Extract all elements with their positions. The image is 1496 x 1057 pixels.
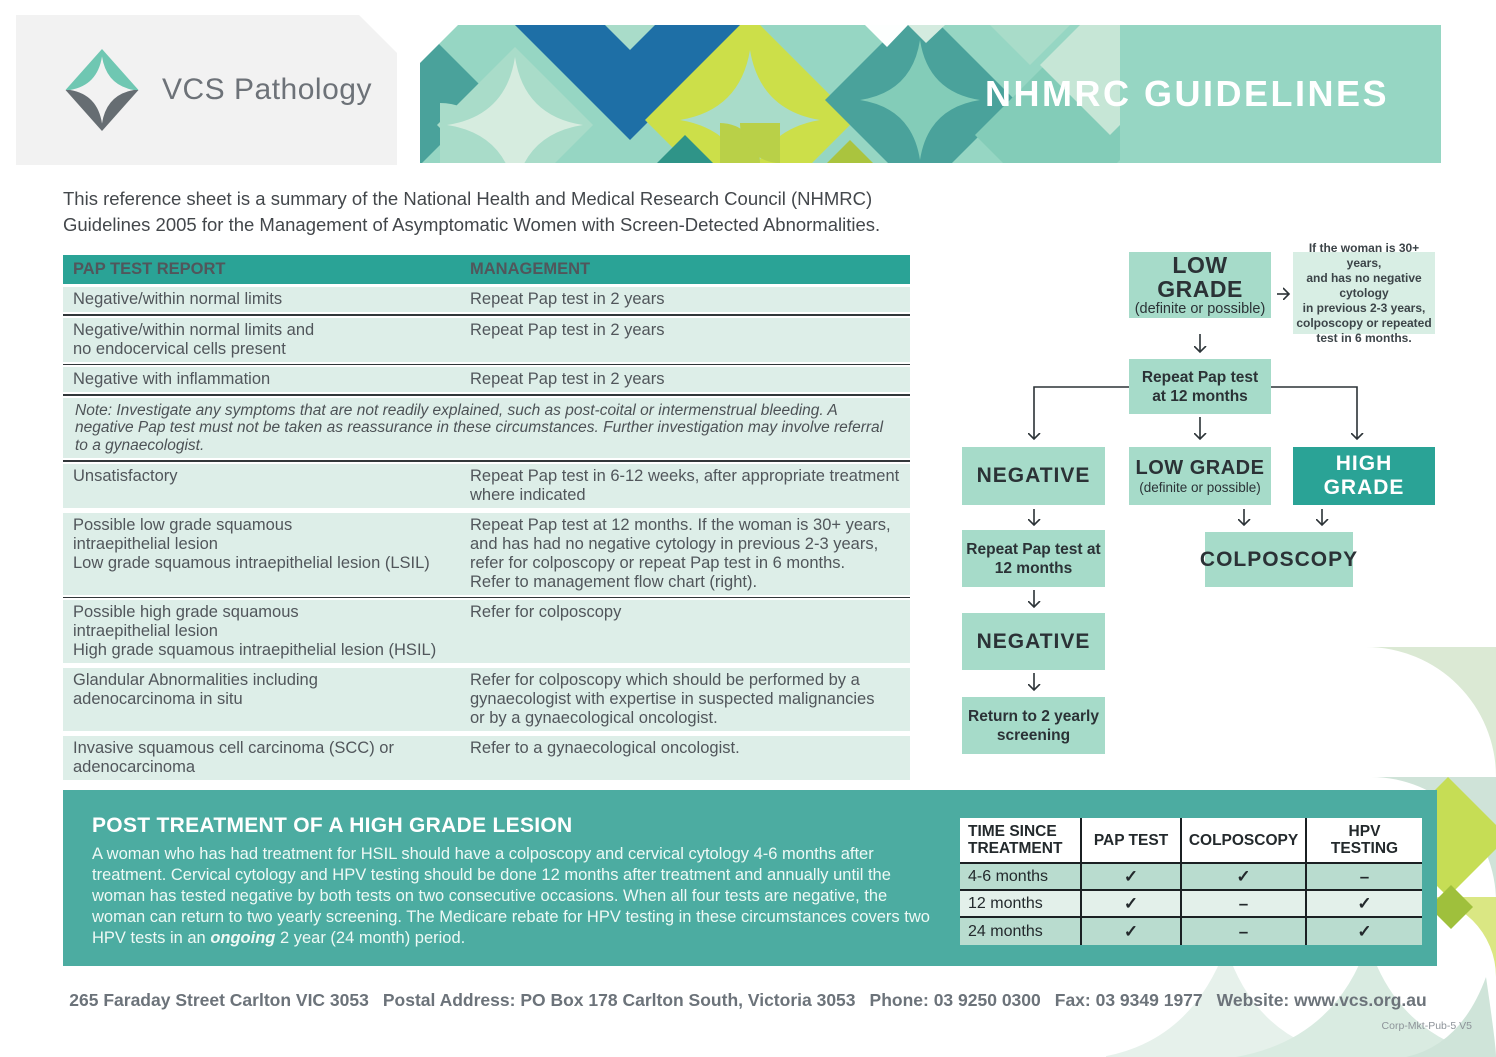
table-row: Negative/within normal limits Repeat Pap… — [63, 287, 910, 312]
report-cell: Possible low grade squamous intraepithel… — [73, 515, 430, 572]
management-cell: Refer for colposcopy — [470, 603, 622, 621]
flow-box-low-grade-2: LOW GRADE (definite or possible) — [1129, 447, 1271, 505]
header-band: NHMRC GUIDELINES — [420, 25, 1441, 163]
footer-phone: Phone: 03 9250 0300 — [869, 990, 1041, 1010]
table-row: Negative with inflammation Repeat Pap te… — [63, 367, 910, 392]
report-cell: Glandular Abnormalities including adenoc… — [73, 671, 318, 708]
vcs-logo-icon — [65, 48, 139, 132]
flow-box-return-screening: Return to 2 yearly screening — [962, 697, 1105, 754]
management-cell: Repeat Pap test in 6-12 weeks, after app… — [470, 466, 900, 504]
flow-box-negative-2: NEGATIVE — [962, 613, 1105, 670]
report-cell: Unsatisfactory — [73, 466, 178, 485]
pap-table: PAP TEST REPORT MANAGEMENT Negative/with… — [63, 255, 910, 780]
pap-report-column-header: PAP TEST REPORT — [73, 260, 226, 278]
flow-box-title: LOW GRADE — [1135, 457, 1265, 479]
flow-box-subtitle: (definite or possible) — [1139, 480, 1261, 495]
table-row: Glandular Abnormalities including adenoc… — [63, 668, 910, 731]
note-row: Note: Investigate any symptoms that are … — [63, 397, 910, 458]
management-cell: Repeat Pap test in 2 years — [470, 290, 665, 308]
row-divider — [63, 596, 910, 598]
row-divider — [63, 394, 910, 396]
flow-box-subtitle: (definite or possible) — [1134, 301, 1266, 317]
flow-box-repeat-12m-2: Repeat Pap test at 12 months — [962, 530, 1105, 587]
report-cell: Negative/within normal limits and no end… — [73, 320, 315, 358]
post-treatment-title: POST TREATMENT OF A HIGH GRADE LESION — [92, 814, 573, 837]
management-cell: Refer for colposcopy which should be per… — [470, 671, 875, 727]
check-icon: ✓ — [1307, 918, 1422, 945]
check-icon: ✓ — [1082, 918, 1182, 945]
flow-box-low-grade: LOW GRADE (definite or possible) — [1129, 252, 1271, 318]
check-icon: ✓ — [1082, 864, 1182, 891]
report-cell: Invasive squamous cell carcinoma (SCC) o… — [73, 739, 394, 776]
footer-postal: Postal Address: PO Box 178 Carlton South… — [382, 990, 856, 1010]
flow-box-high-grade: HIGH GRADE — [1293, 447, 1435, 505]
flow-note-age: If the woman is 30+ years, and has no ne… — [1293, 241, 1435, 345]
management-cell: Repeat Pap test in 2 years — [470, 320, 665, 339]
management-column-header: MANAGEMENT — [470, 260, 591, 278]
table-row: Possible high grade squamous intraepithe… — [63, 600, 910, 663]
table-row: Possible low grade squamous intraepithel… — [63, 512, 910, 595]
dash-mark: – — [1182, 918, 1307, 945]
flow-box-colposcopy: COLPOSCOPY — [1200, 532, 1357, 587]
decorative-pattern — [420, 25, 1120, 163]
check-icon: ✓ — [1307, 891, 1422, 918]
time-cell: 24 months — [960, 918, 1082, 945]
post-treatment-panel: POST TREATMENT OF A HIGH GRADE LESION A … — [63, 790, 1437, 966]
post-body-text: 2 year (24 month) period. — [275, 929, 466, 947]
flow-box-negative: NEGATIVE — [962, 447, 1105, 505]
flow-box-repeat-12m: Repeat Pap test at 12 months — [1129, 359, 1271, 414]
brand-text: VCS Pathology — [162, 73, 372, 106]
report-cell: Negative/within normal limits — [73, 290, 283, 308]
flow-box-title: LOW GRADE — [1157, 252, 1243, 302]
time-cell: 12 months — [960, 891, 1082, 918]
pap-test-column-header: PAP TEST — [1082, 818, 1182, 864]
management-cell: Refer to a gynaecological oncologist. — [470, 739, 740, 757]
report-cell: Negative with inflammation — [73, 370, 271, 388]
management-cell: Repeat Pap test at 12 months. If the wom… — [470, 515, 891, 591]
check-icon: ✓ — [1082, 891, 1182, 918]
colposcopy-column-header: COLPOSCOPY — [1182, 818, 1307, 864]
document-id: Corp-Mkt-Pub-5 V5 — [1381, 1020, 1472, 1032]
table-row: Invasive squamous cell carcinoma (SCC) o… — [63, 736, 910, 780]
footer-website: Website: www.vcs.org.au — [1216, 990, 1427, 1010]
intro-text: This reference sheet is a summary of the… — [63, 188, 881, 235]
corner-decoration — [1106, 647, 1496, 1057]
row-divider — [63, 314, 910, 316]
report-cell: Possible high grade squamous intraepithe… — [73, 603, 437, 659]
time-column-header: TIME SINCE TREATMENT — [960, 818, 1082, 864]
dash-mark: – — [1182, 891, 1307, 918]
table-row: Unsatisfactory Repeat Pap test in 6-12 w… — [63, 463, 910, 508]
time-cell: 4-6 months — [960, 864, 1082, 891]
footer-address: 265 Faraday Street Carlton VIC 3053 — [69, 990, 369, 1010]
post-body-text: A woman who has had treatment for HSIL s… — [92, 845, 930, 947]
footer-contact: 265 Faraday Street Carlton VIC 3053 Posta… — [0, 990, 1496, 1011]
table-row: Negative/within normal limits and no end… — [63, 317, 910, 362]
page-title: NHMRC GUIDELINES — [984, 73, 1389, 114]
row-divider — [63, 460, 910, 462]
check-icon: ✓ — [1182, 864, 1307, 891]
post-treatment-body: A woman who has had treatment for HSIL s… — [92, 844, 937, 949]
logo-box: VCS Pathology — [16, 15, 397, 165]
hpv-testing-column-header: HPV TESTING — [1307, 818, 1422, 864]
footer-fax: Fax: 03 9349 1977 — [1054, 990, 1203, 1010]
pap-table-header: PAP TEST REPORT MANAGEMENT — [63, 255, 910, 284]
dash-mark: – — [1307, 864, 1422, 891]
post-body-emphasis: ongoing — [210, 929, 276, 947]
row-divider — [63, 363, 910, 365]
post-treatment-table: TIME SINCE TREATMENT PAP TEST COLPOSCOPY… — [960, 818, 1422, 945]
management-cell: Repeat Pap test in 2 years — [470, 370, 665, 388]
